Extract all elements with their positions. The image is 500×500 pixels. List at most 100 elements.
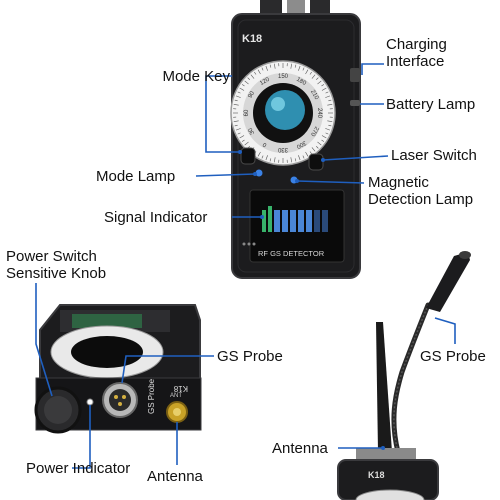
dial-tick	[269, 158, 272, 162]
leader-dot	[253, 172, 257, 176]
antenna-rod	[376, 322, 392, 452]
end-dial-hole	[71, 336, 143, 368]
battery-lamp-led	[350, 100, 360, 106]
label-gs-probe-left: GS Probe	[217, 348, 283, 365]
connector-block	[356, 448, 416, 462]
mode-lamp-led	[255, 169, 263, 177]
dial-tick	[234, 124, 238, 127]
dial-number: 210	[309, 89, 320, 101]
gs-pin	[114, 395, 118, 399]
dial-number: 240	[316, 108, 322, 119]
dial-tick	[241, 84, 245, 87]
dial-number: 30	[247, 126, 256, 135]
dial-tick	[265, 155, 268, 161]
dial-number: 330	[277, 146, 288, 152]
dial-tick	[317, 141, 322, 146]
dial-tick	[305, 69, 309, 75]
lens	[265, 90, 305, 130]
mic-dot	[247, 242, 251, 246]
dial-tick	[321, 135, 327, 139]
leader-dot	[260, 215, 264, 219]
dial-tick	[290, 157, 292, 163]
leader-lines	[35, 63, 456, 469]
dial-tick	[302, 67, 305, 71]
base-dial-edge	[355, 489, 425, 500]
dial-tick	[237, 132, 241, 135]
dial-tick	[274, 63, 276, 69]
dial-tick	[309, 151, 312, 155]
dial-number: 120	[259, 76, 271, 87]
gs-probe-socket	[109, 389, 131, 411]
leader-dot	[295, 179, 299, 183]
dial-tick	[311, 147, 316, 152]
mic-dot	[242, 242, 246, 246]
lens-highlight	[271, 97, 285, 111]
gs-pin	[122, 395, 126, 399]
dial-tick	[233, 104, 239, 106]
dial-tick	[234, 99, 238, 102]
dial-tick	[233, 120, 239, 122]
signal-bar	[322, 210, 328, 232]
model-text: K18	[242, 33, 262, 45]
signal-bar	[274, 210, 280, 232]
dial-tick	[328, 99, 332, 102]
screen	[249, 189, 345, 263]
leader-gs-probe-left	[121, 355, 214, 384]
dial-number: 180	[295, 77, 307, 88]
dial-tick	[237, 91, 241, 94]
dial-tick	[317, 80, 322, 85]
signal-bar	[268, 206, 272, 232]
dial-tick	[327, 120, 333, 122]
label-gs-probe-right: GS Probe	[420, 348, 486, 365]
gs-pin	[118, 402, 122, 406]
leader-charging-interface	[361, 63, 384, 75]
leader-power-indicator	[72, 405, 91, 469]
power-knob-top	[44, 396, 72, 424]
dial-tick	[235, 128, 241, 131]
dial-tick	[261, 155, 264, 159]
signal-bars	[262, 206, 328, 232]
leader-dot	[321, 158, 325, 162]
dial-tick	[321, 84, 325, 87]
dial-tick	[325, 95, 331, 98]
dial-number: 300	[295, 139, 307, 150]
dial-tick	[244, 80, 249, 85]
label-antenna-bottom: Antenna	[147, 468, 203, 485]
dial-tick	[311, 74, 316, 79]
dial-tick	[241, 139, 245, 142]
label-battery-lamp: Battery Lamp	[386, 96, 476, 113]
label-power-switch-knob: Power Switch Sensitive Knob	[6, 248, 107, 282]
dial-tick	[321, 87, 327, 91]
label-laser-switch: Laser Switch	[391, 147, 477, 164]
top-device-bezel	[237, 19, 355, 273]
dial-tick	[298, 65, 301, 71]
usb-port	[350, 68, 360, 82]
dial-tick	[302, 155, 305, 159]
laser-switch-button	[308, 153, 324, 171]
antenna-gold-center	[173, 408, 181, 416]
bottom-right-device: K18	[337, 251, 471, 500]
label-signal-indicator: Signal Indicator	[104, 209, 208, 226]
probe-caption: GS Probe	[147, 378, 156, 414]
signal-bar	[262, 210, 266, 232]
dial-tick	[316, 146, 319, 149]
label-power-indicator: Power Indicator	[26, 460, 131, 477]
dial-tick	[321, 139, 325, 142]
base-device-body	[337, 459, 439, 500]
dial-number: 90	[248, 90, 257, 99]
dial-tick	[235, 95, 241, 98]
dial-tick	[316, 77, 319, 80]
signal-bar	[290, 210, 296, 232]
dial-number: 150	[278, 74, 289, 80]
dial-number: 0	[261, 140, 267, 147]
leader-endpoints	[238, 150, 385, 450]
dial-tick	[325, 91, 329, 94]
signal-bar	[282, 210, 288, 232]
dial-number: 270	[309, 125, 320, 137]
probe-tip	[459, 251, 471, 259]
leader-laser-switch	[322, 155, 389, 161]
